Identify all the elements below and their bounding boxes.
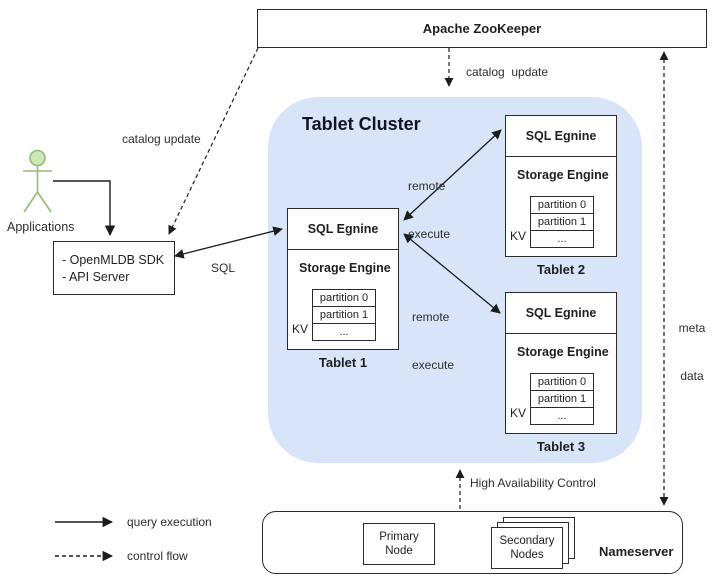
primary-node-box: Primary Node bbox=[363, 523, 435, 565]
tablet-1-box: SQL Egnine Storage Engine partition 0 pa… bbox=[287, 208, 399, 350]
tablet-1-sql-engine: SQL Egnine bbox=[288, 209, 398, 250]
edge-sql bbox=[174, 226, 283, 259]
tablet-2-storage: Storage Engine partition 0 partition 1 .… bbox=[506, 157, 616, 257]
tablet-2-name: Tablet 2 bbox=[536, 262, 586, 277]
cluster-title: Tablet Cluster bbox=[302, 114, 421, 134]
partition-row: ... bbox=[339, 326, 349, 338]
person-icon bbox=[23, 149, 52, 213]
primary-node-line1: Primary bbox=[379, 531, 419, 543]
remote-execute-line2: execute bbox=[408, 227, 451, 241]
zookeeper-box: Apache ZooKeeper bbox=[257, 9, 707, 48]
tablet-2-partition-table: partition 0 partition 1 ... bbox=[530, 196, 594, 248]
partition-row: partition 0 bbox=[313, 290, 375, 307]
tablet-3-sql-engine: SQL Egnine bbox=[506, 293, 616, 334]
partition-row: ... bbox=[557, 410, 567, 422]
tablet-1-storage: Storage Engine partition 0 partition 1 .… bbox=[288, 250, 398, 350]
sdk-line1: - OpenMLDB SDK bbox=[62, 252, 165, 267]
edge-label-ha: High Availability Control bbox=[470, 476, 596, 490]
edge-label-remote-execute-2: remote execute bbox=[412, 277, 454, 405]
nameserver-label: Nameserver bbox=[599, 544, 674, 559]
storage-engine-label: Storage Engine bbox=[517, 345, 609, 359]
remote-execute-line2: execute bbox=[412, 358, 455, 372]
kv-label: KV bbox=[292, 322, 309, 336]
tablet-2-box: SQL Egnine Storage Engine partition 0 pa… bbox=[505, 115, 617, 257]
tablet-3-partition-table: partition 0 partition 1 ... bbox=[530, 373, 594, 425]
tablet-1-name: Tablet 1 bbox=[318, 355, 368, 370]
edge-label-sql: SQL bbox=[211, 261, 236, 275]
kv-label: KV bbox=[510, 406, 527, 420]
partition-row: partition 0 bbox=[531, 374, 593, 391]
kv-label: KV bbox=[510, 229, 527, 243]
meta-line: meta bbox=[678, 321, 706, 335]
tablet-3-name: Tablet 3 bbox=[536, 439, 586, 454]
partition-row: partition 0 bbox=[531, 197, 593, 214]
primary-node-line2: Node bbox=[385, 545, 413, 557]
partition-row: partition 1 bbox=[531, 391, 593, 408]
secondary-nodes-box: Secondary Nodes bbox=[491, 527, 563, 569]
edge-label-catalog-update-top: catalog update bbox=[466, 65, 549, 79]
zookeeper-label: Apache ZooKeeper bbox=[422, 21, 542, 36]
storage-engine-label: Storage Engine bbox=[517, 168, 609, 182]
tablet-1-partition-table: partition 0 partition 1 ... bbox=[312, 289, 376, 341]
tablet-3-box: SQL Egnine Storage Engine partition 0 pa… bbox=[505, 292, 617, 434]
partition-row: ... bbox=[557, 233, 567, 245]
legend-query-execution: query execution bbox=[127, 515, 212, 529]
tablet-3-storage: Storage Engine partition 0 partition 1 .… bbox=[506, 334, 616, 434]
sdk-box: - OpenMLDB SDK - API Server bbox=[53, 241, 175, 295]
storage-engine-label: Storage Engine bbox=[299, 261, 391, 275]
tablet-2-sql-engine: SQL Egnine bbox=[506, 116, 616, 157]
nameserver-box: Primary Node Secondary Nodes Nameserver bbox=[262, 511, 683, 574]
remote-execute-line1: remote bbox=[412, 310, 450, 324]
edge-label-catalog-update-left: catalog update bbox=[122, 132, 201, 146]
edge-label-meta-data: meta data bbox=[672, 288, 712, 416]
remote-execute-line1: remote bbox=[408, 179, 446, 193]
partition-row: partition 1 bbox=[531, 214, 593, 231]
secondary-nodes-line2: Nodes bbox=[510, 549, 544, 561]
legend-control-flow: control flow bbox=[127, 549, 188, 563]
sdk-line2: - API Server bbox=[62, 269, 130, 284]
actor-label: Applications bbox=[7, 220, 75, 234]
edge-label-remote-execute-1: remote execute bbox=[408, 146, 450, 274]
data-line: data bbox=[680, 369, 704, 383]
secondary-nodes-line1: Secondary bbox=[499, 535, 555, 547]
partition-row: partition 1 bbox=[313, 307, 375, 324]
